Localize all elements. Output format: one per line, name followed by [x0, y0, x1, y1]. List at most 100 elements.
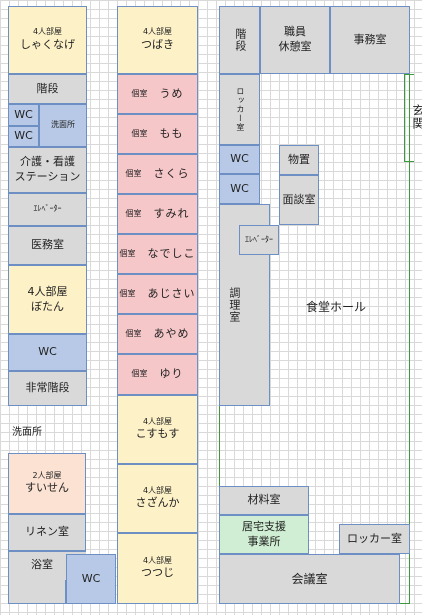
elevator-left[interactable]: ｴﾚﾍﾞｰﾀｰ [8, 193, 87, 226]
elevator-label: ｴﾚﾍﾞｰﾀｰ [33, 204, 62, 214]
room-capacity: 4人部屋 [142, 27, 173, 37]
wc-left-2[interactable]: WC [8, 126, 39, 147]
emergency-stairs-label: 非常階段 [25, 381, 70, 395]
private-room-name: もも [159, 126, 184, 140]
private-prefix: 個室 [119, 248, 136, 258]
stairs-label: 階段 [36, 81, 59, 95]
private-prefix: 個室 [131, 88, 148, 98]
entrance-label: 玄関 [411, 104, 422, 130]
office-label: 事務室 [353, 32, 387, 46]
materials-room[interactable]: 材料室 [219, 486, 309, 515]
wc-label: WC [38, 345, 57, 359]
room-suisen[interactable]: 2人部屋 すいせん [8, 453, 86, 514]
staff-lounge-line2: 休憩室 [278, 40, 312, 53]
private-room-ume[interactable]: 個室 うめ [117, 74, 198, 114]
private-room-sumire[interactable]: 個室 すみれ [117, 194, 198, 234]
wc-left-4[interactable]: WC [66, 554, 116, 604]
staff-lounge[interactable]: 職員 休憩室 [260, 6, 330, 74]
private-room-name: ゆり [159, 367, 184, 381]
station-line1: 介護・看護 [20, 155, 75, 169]
private-prefix: 個室 [131, 369, 148, 379]
wc-label: WC [14, 107, 33, 121]
private-room-yuri[interactable]: 個室 ゆり [117, 354, 198, 395]
locker-room-top[interactable]: ロッカー室 [219, 74, 260, 145]
medical-label: 医務室 [31, 238, 64, 252]
room-sazanka[interactable]: 4人部屋 さざんか [117, 464, 198, 533]
private-room-sakura[interactable]: 個室 さくら [117, 154, 198, 194]
staff-lounge-line1: 職員 [284, 25, 306, 39]
room-name: つばき [141, 37, 174, 51]
private-prefix: 個室 [125, 328, 142, 338]
washroom-left-mid: 洗面所 [12, 427, 42, 438]
linen-room[interactable]: リネン室 [8, 514, 86, 551]
locker-room-bottom[interactable]: ロッカー室 [339, 524, 410, 554]
meeting-label: 会議室 [291, 571, 328, 586]
wc-label: WC [230, 181, 249, 195]
bath-room-lower [8, 580, 66, 604]
room-name: つつじ [141, 566, 174, 580]
wc-left-3[interactable]: WC [8, 334, 87, 371]
stairs-label: 階段 [233, 28, 247, 52]
room-name: しゃくなげ [20, 37, 75, 51]
room-capacity: 2人部屋 [32, 470, 62, 480]
room-name: すいせん [25, 481, 69, 495]
private-room-momo[interactable]: 個室 もも [117, 114, 198, 154]
washroom-left-top[interactable]: 洗面所 [39, 104, 87, 147]
room-botan[interactable]: 4人部屋 ぼたん [8, 265, 87, 334]
locker-label: ロッカー室 [347, 531, 402, 545]
room-shakunage[interactable]: 4人部屋 しゃくなげ [8, 6, 87, 74]
bath-label: 浴室 [31, 558, 53, 571]
entrance-bracket-top [404, 74, 414, 75]
private-prefix: 個室 [125, 208, 142, 218]
entrance-bracket-bottom [404, 161, 414, 162]
storage-label: 物置 [288, 152, 310, 166]
home-support-line2: 事業所 [247, 534, 281, 548]
station-line2: ステーション [14, 170, 81, 183]
wc-label: WC [14, 129, 33, 143]
kitchen-label: 調理室 [227, 287, 241, 323]
office[interactable]: 事務室 [330, 6, 410, 74]
elevator-right[interactable]: ｴﾚﾍﾞｰﾀｰ [239, 225, 279, 255]
meeting-room[interactable]: 会議室 [219, 554, 400, 604]
private-room-ayame[interactable]: 個室 あやめ [117, 314, 198, 354]
room-name: ぼたん [31, 299, 64, 313]
wc-right-1[interactable]: WC [219, 145, 260, 174]
materials-label: 材料室 [247, 493, 281, 507]
wc-label: WC [81, 571, 101, 585]
room-name: さざんか [135, 496, 180, 510]
room-name: こすもす [135, 427, 180, 441]
private-room-name: なでしこ [147, 246, 196, 260]
storage-room[interactable]: 物置 [279, 145, 319, 175]
private-room-name: うめ [159, 86, 184, 100]
private-prefix: 個室 [125, 168, 142, 178]
stairs-right[interactable]: 階段 [219, 6, 260, 74]
elevator-label: ｴﾚﾍﾞｰﾀｰ [245, 234, 273, 244]
interview-label: 面談室 [282, 192, 316, 206]
room-kosumosu[interactable]: 4人部屋 こすもす [117, 395, 198, 464]
room-capacity: 4人部屋 [27, 284, 68, 298]
private-room-name: あやめ [153, 326, 190, 340]
private-room-nadeshiko[interactable]: 個室 なでしこ [117, 234, 198, 274]
room-capacity: 4人部屋 [142, 555, 173, 565]
locker-label: ロッカー室 [235, 87, 245, 132]
care-nursing-station[interactable]: 介護・看護 ステーション [8, 147, 87, 193]
room-tsutsuji[interactable]: 4人部屋 つつじ [117, 533, 198, 604]
private-room-name: あじさい [147, 286, 196, 300]
private-room-ajisai[interactable]: 個室 あじさい [117, 274, 198, 314]
medical-office[interactable]: 医務室 [8, 226, 87, 265]
room-capacity: 4人部屋 [32, 27, 63, 37]
dining-hall-label: 食堂ホール [306, 300, 367, 314]
home-care-support-office[interactable]: 居宅支援 事業所 [219, 515, 309, 554]
home-support-line1: 居宅支援 [242, 519, 286, 533]
stairs-left[interactable]: 階段 [8, 74, 87, 104]
wc-label: WC [230, 152, 249, 166]
emergency-stairs[interactable]: 非常階段 [8, 371, 87, 406]
room-tsubaki[interactable]: 4人部屋 つばき [117, 6, 198, 74]
private-room-name: さくら [153, 166, 190, 180]
private-room-name: すみれ [153, 206, 190, 220]
interview-room[interactable]: 面談室 [279, 175, 319, 225]
linen-label: リネン室 [25, 525, 69, 539]
wc-left-1[interactable]: WC [8, 104, 39, 126]
entrance-bracket [404, 74, 422, 162]
wc-right-2[interactable]: WC [219, 174, 260, 204]
